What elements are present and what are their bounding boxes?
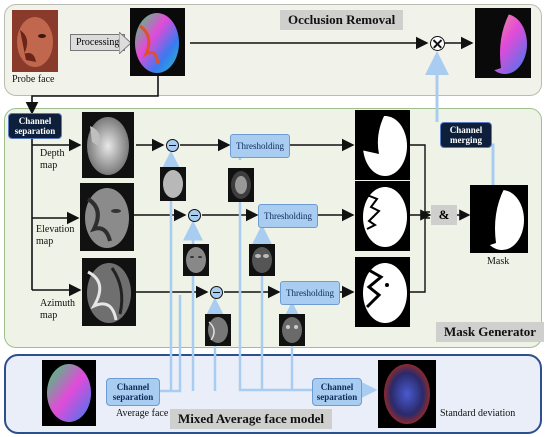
subtract-operator-depth-icon	[166, 139, 179, 152]
channel-separation-avg-box: Channel separation	[106, 378, 160, 406]
channel-separation-std-box: Channel separation	[312, 378, 362, 406]
avg-depth-thumbnail	[160, 167, 186, 201]
output-face-image	[475, 8, 531, 78]
average-face-image	[42, 360, 96, 426]
channel-separation-avg-label: Channel separation	[112, 382, 154, 402]
std-elevation-thumbnail	[249, 244, 275, 276]
thresholding-azimuth-box: Thresholding	[280, 281, 340, 305]
processed-face-image	[130, 8, 185, 76]
avg-elevation-thumbnail	[183, 244, 209, 276]
processing-step: Processing	[70, 34, 126, 51]
processing-label: Processing	[76, 37, 120, 48]
channel-separation-top-label: Channel separation	[14, 116, 56, 136]
depth-map-caption: Depth map	[40, 148, 78, 172]
depth-map-image	[82, 112, 134, 178]
channel-separation-top-box: Channel separation	[8, 113, 62, 139]
azimuth-map-label: Azimuth map	[40, 298, 75, 321]
channel-merging-box: Channel merging	[440, 122, 492, 148]
azimuth-map-image	[82, 258, 136, 326]
and-operator: &	[431, 205, 457, 225]
final-mask-image	[470, 185, 528, 253]
depth-map-label: Depth map	[40, 148, 65, 171]
probe-face-image	[12, 10, 58, 72]
subtract-operator-elevation-icon	[188, 209, 201, 222]
standard-deviation-caption: Standard deviation	[440, 408, 516, 419]
subtract-operator-azimuth-icon	[210, 286, 223, 299]
std-azimuth-thumbnail	[279, 314, 305, 346]
elevation-map-caption: Elevation map	[36, 224, 78, 248]
multiply-operator-icon	[430, 36, 445, 51]
std-depth-thumbnail	[228, 168, 254, 202]
average-face-caption: Average face	[116, 408, 169, 419]
mask-caption: Mask	[487, 256, 510, 267]
depth-mask-image	[355, 110, 410, 180]
processing-arrowhead	[119, 32, 131, 54]
azimuth-map-caption: Azimuth map	[40, 298, 80, 322]
avg-azimuth-thumbnail	[205, 314, 231, 346]
channel-merging-label: Channel merging	[449, 125, 483, 145]
channel-separation-std-label: Channel separation	[316, 382, 358, 402]
elevation-map-image	[80, 183, 134, 251]
standard-deviation-image	[378, 360, 436, 428]
mask-generator-title: Mask Generator	[436, 322, 545, 342]
elevation-mask-image	[355, 181, 410, 251]
probe-face-caption: Probe face	[12, 74, 55, 85]
thresholding-elevation-box: Thresholding	[258, 204, 318, 228]
elevation-map-label: Elevation map	[36, 224, 75, 247]
mixed-average-face-model-title: Mixed Average face model	[170, 409, 332, 429]
azimuth-mask-image	[355, 257, 410, 327]
thresholding-depth-box: Thresholding	[230, 134, 290, 158]
occlusion-removal-title: Occlusion Removal	[280, 10, 404, 30]
